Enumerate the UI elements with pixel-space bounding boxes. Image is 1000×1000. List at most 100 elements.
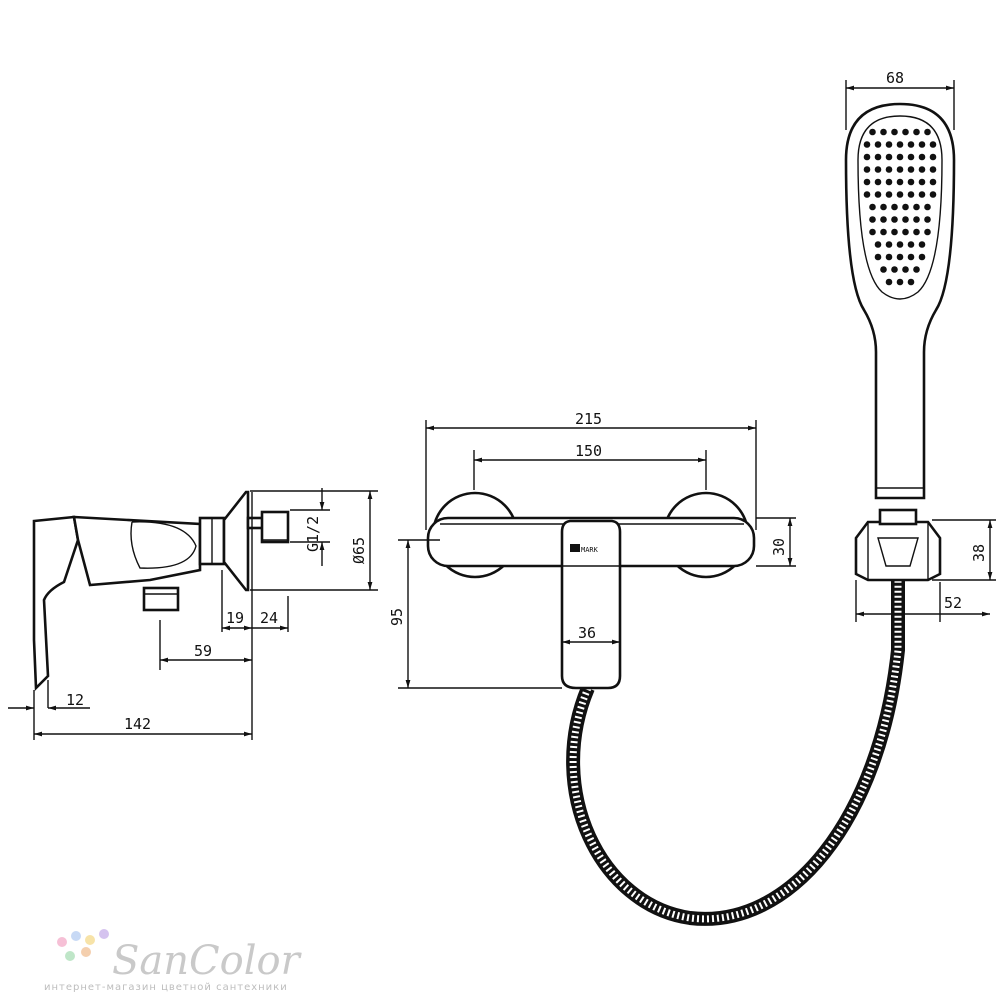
nozzle xyxy=(902,216,909,223)
nozzle xyxy=(863,153,871,161)
spray-face xyxy=(857,115,943,300)
dim-label-diameter: Ø65 xyxy=(350,537,368,564)
nozzle xyxy=(891,266,898,273)
nozzle xyxy=(924,203,931,211)
nozzle xyxy=(896,166,904,173)
nozzle xyxy=(913,266,920,273)
watermark-dot xyxy=(57,937,67,947)
nozzle xyxy=(929,153,937,161)
nozzle xyxy=(880,216,887,223)
watermark-dot xyxy=(99,929,109,939)
nozzle xyxy=(874,141,882,148)
dim-label-215: 215 xyxy=(575,410,602,428)
dim-label-38: 38 xyxy=(970,544,988,562)
nozzle xyxy=(902,266,909,273)
nozzle xyxy=(918,241,926,248)
nozzle xyxy=(891,228,898,236)
nozzle xyxy=(885,153,893,161)
nozzle xyxy=(869,128,876,136)
dim-label-95: 95 xyxy=(388,608,406,626)
nozzle xyxy=(907,178,915,186)
nozzle xyxy=(929,178,937,186)
nozzle xyxy=(902,228,909,236)
nozzle xyxy=(913,203,920,211)
watermark-dots xyxy=(57,929,109,961)
side-mixer-body xyxy=(72,515,202,587)
nozzle xyxy=(891,216,898,223)
nozzle xyxy=(929,191,937,198)
side-lever-handle xyxy=(32,515,80,692)
nozzle xyxy=(907,166,915,173)
nozzle xyxy=(913,216,920,223)
nozzle xyxy=(874,253,882,261)
nozzle xyxy=(929,141,937,148)
nozzle xyxy=(880,128,887,136)
front-lever xyxy=(560,519,622,690)
nozzle xyxy=(907,241,915,248)
nozzle xyxy=(924,216,931,223)
nozzle xyxy=(918,166,926,173)
nozzle xyxy=(913,128,920,136)
side-eccentric xyxy=(260,510,290,544)
nozzle xyxy=(907,141,915,148)
nozzle xyxy=(896,141,904,148)
nozzle xyxy=(896,241,904,248)
side-body-curve xyxy=(130,521,197,569)
hand-shower-view: 68 38 52 xyxy=(844,69,996,622)
nozzle xyxy=(874,178,882,186)
spray-nozzles xyxy=(863,128,937,286)
nozzle xyxy=(907,253,915,261)
nozzle xyxy=(918,191,926,198)
nozzle xyxy=(924,228,931,236)
dim-label-142: 142 xyxy=(124,715,151,733)
nozzle xyxy=(869,216,876,223)
nozzle xyxy=(902,203,909,211)
nozzle xyxy=(885,191,893,198)
nozzle xyxy=(885,166,893,173)
nozzle xyxy=(863,178,871,186)
nozzle xyxy=(885,141,893,148)
watermark-dot xyxy=(81,947,91,957)
nozzle xyxy=(918,141,926,148)
nozzle xyxy=(891,203,898,211)
nozzle xyxy=(918,153,926,161)
nozzle xyxy=(874,166,882,173)
watermark-dot xyxy=(85,935,95,945)
nozzle xyxy=(896,278,904,286)
side-outlet xyxy=(142,586,180,612)
nozzle xyxy=(863,191,871,198)
nozzle xyxy=(880,203,887,211)
dim-label-thread: G1/2 xyxy=(304,516,322,552)
nozzle xyxy=(863,166,871,173)
nozzle xyxy=(880,228,887,236)
dim-label-68: 68 xyxy=(886,69,904,87)
nozzle xyxy=(902,128,909,136)
nozzle xyxy=(874,153,882,161)
nozzle xyxy=(880,266,887,273)
watermark-dot xyxy=(65,951,75,961)
nozzle xyxy=(891,128,898,136)
nozzle xyxy=(896,253,904,261)
dim-label-19: 19 xyxy=(226,609,244,627)
nozzle xyxy=(885,178,893,186)
nozzle xyxy=(907,153,915,161)
dim-label-24: 24 xyxy=(260,609,278,627)
dim-label-36: 36 xyxy=(578,624,596,642)
nozzle xyxy=(913,228,920,236)
side-wall-flange xyxy=(222,490,250,592)
nozzle xyxy=(885,241,893,248)
nozzle xyxy=(869,228,876,236)
nozzle xyxy=(896,153,904,161)
nozzle xyxy=(907,278,915,286)
nozzle xyxy=(896,191,904,198)
watermark-name: SanColor xyxy=(112,938,303,984)
watermark-logo: SanColor интернет-магазин цветной сантех… xyxy=(44,929,303,993)
dim-label-150: 150 xyxy=(575,442,602,460)
dim-label-52: 52 xyxy=(944,594,962,612)
dim-label-30: 30 xyxy=(770,538,788,556)
nozzle xyxy=(896,178,904,186)
nozzle xyxy=(869,203,876,211)
nozzle xyxy=(874,191,882,198)
